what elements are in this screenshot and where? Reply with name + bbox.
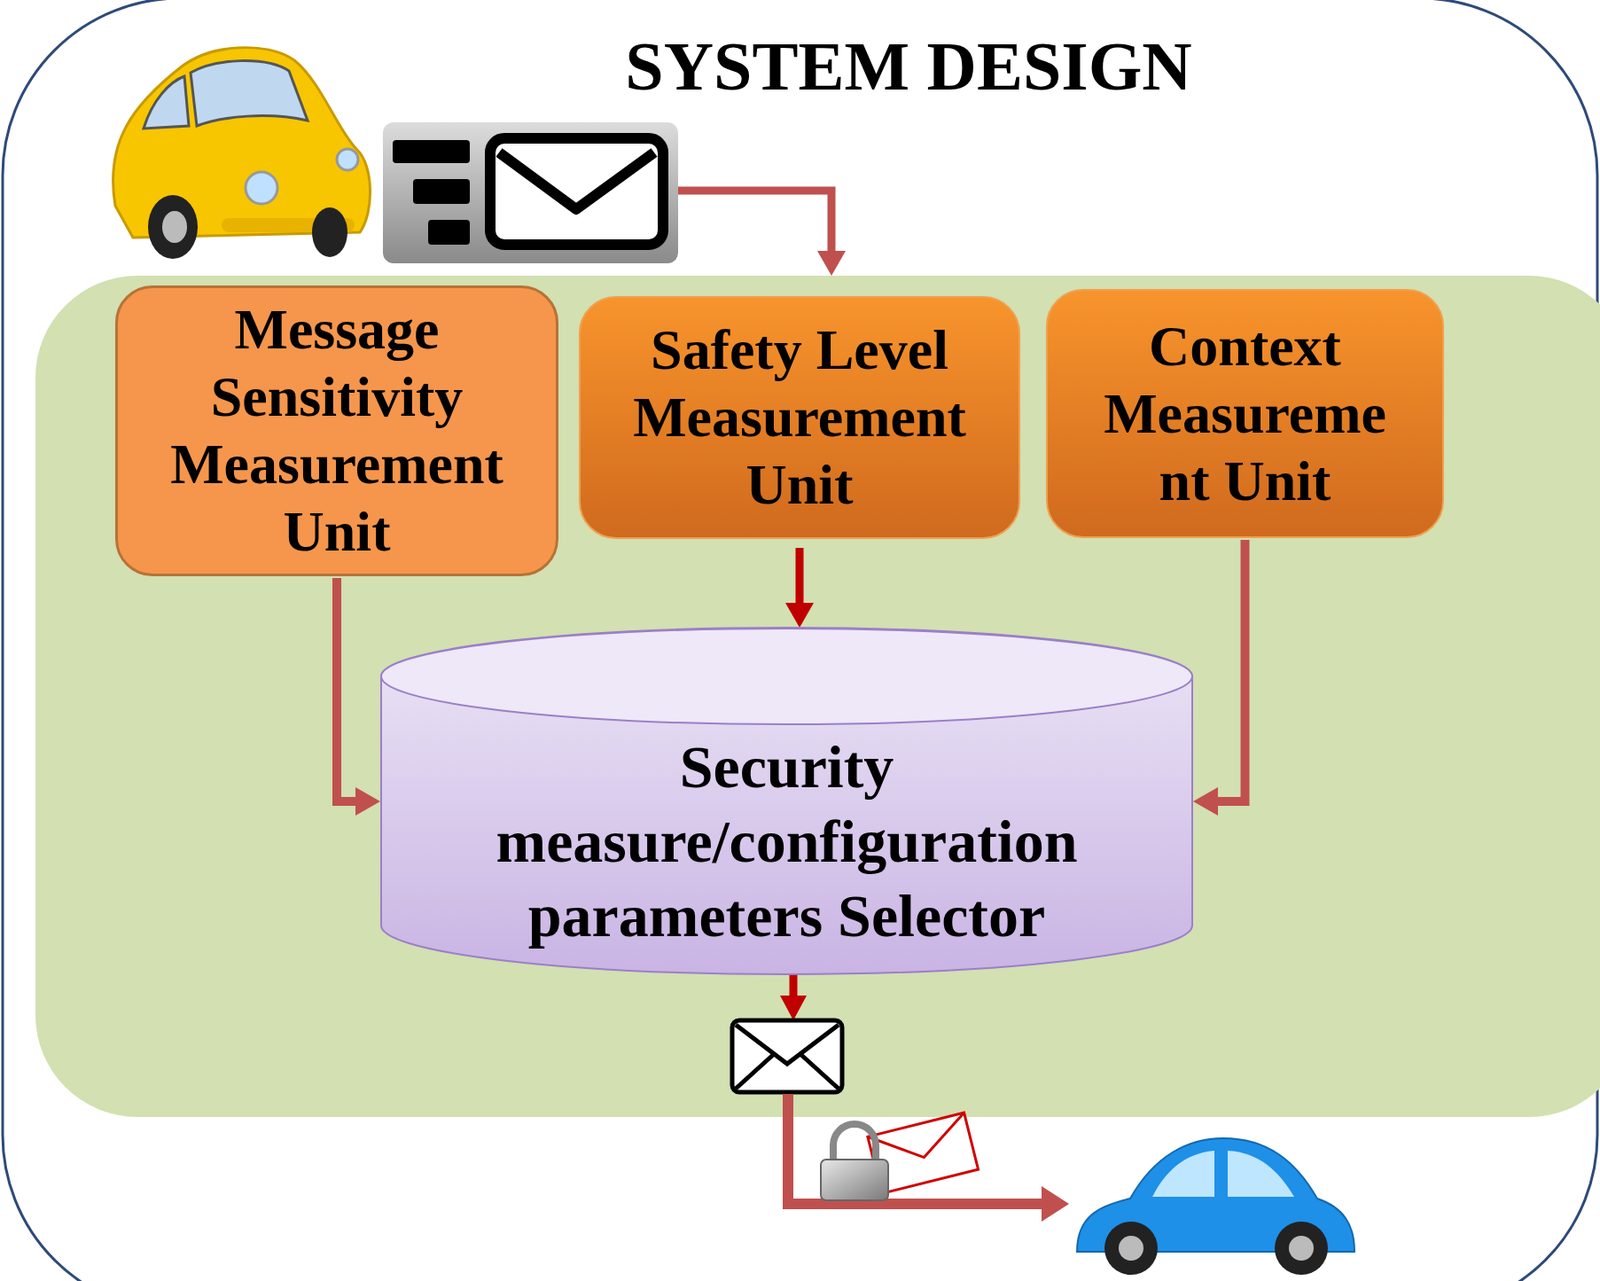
output-arrowhead (780, 995, 807, 1021)
cylinder-body (381, 627, 1193, 975)
sender-car (112, 47, 370, 259)
car-wheel (1104, 1221, 1158, 1275)
car-headlight (245, 171, 278, 204)
car-hub (162, 210, 188, 243)
context-unit: Context Measureme nt Unit (1045, 288, 1444, 539)
envelope-flap (735, 1024, 839, 1089)
car-wheel (148, 195, 198, 259)
receiver-car (1077, 1138, 1355, 1275)
car-side-window (143, 76, 189, 129)
speed-bar (413, 179, 470, 204)
icon-ground (382, 122, 679, 264)
sensitivity-unit: Message Sensitivity Measurement Unit (115, 285, 559, 577)
connector-line (796, 547, 804, 605)
lock-shackle (833, 1123, 876, 1163)
connector-line (336, 577, 358, 802)
system-band (35, 275, 1600, 1117)
output-envelope (732, 1020, 843, 1093)
arrowhead (355, 787, 381, 816)
cylinder-top (381, 628, 1193, 725)
arrowhead (1193, 787, 1218, 816)
connector-arrow (1193, 539, 1246, 816)
node-label: Safety Level Measurement Unit (604, 316, 995, 519)
car-hub (1288, 1235, 1314, 1261)
speed-bar (428, 219, 470, 245)
secured-message-icon (820, 1112, 979, 1201)
envelope (732, 1020, 843, 1093)
node-label: Security measure/configuration parameter… (459, 729, 1116, 953)
selector-cylinder: Security measure/configuration parameter… (380, 627, 1194, 976)
diagram-title: SYSTEM DESIGN (376, 26, 1441, 107)
car-windshield (190, 61, 308, 126)
connector-line (1216, 539, 1246, 802)
safety-unit: Safety Level Measurement Unit (578, 296, 1021, 539)
car-window (1152, 1150, 1215, 1197)
lock-body (820, 1159, 889, 1201)
car-hub (1118, 1235, 1144, 1261)
envelope-flap (499, 152, 655, 210)
car-wheel (1274, 1221, 1328, 1275)
envelope (490, 138, 664, 245)
car-window (1227, 1150, 1295, 1197)
car-headlight (336, 148, 359, 171)
connector-arrow (336, 577, 381, 816)
node-label: Message Sensitivity Measurement Unit (132, 296, 541, 566)
send-line (788, 1093, 1043, 1204)
car-wheel (312, 207, 348, 258)
speed-bar (392, 140, 470, 164)
arrowhead (785, 602, 814, 628)
send-arrowhead (1041, 1186, 1070, 1222)
input-arrowhead (817, 250, 846, 276)
node-label: Context Measureme nt Unit (1103, 312, 1388, 516)
connector-arrow (785, 547, 814, 628)
input-arrow (678, 190, 832, 253)
message-icon (382, 122, 679, 264)
